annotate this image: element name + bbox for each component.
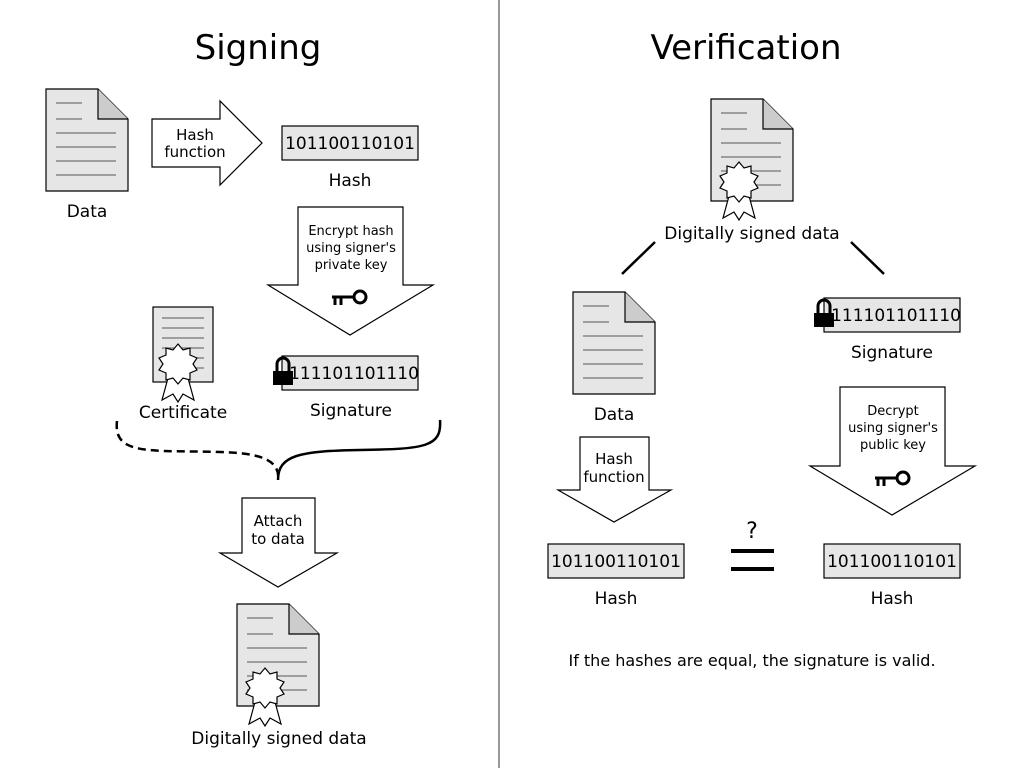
verification-hash-function-arrow — [555, 436, 674, 523]
signing-hash-label: Hash — [329, 171, 372, 191]
brace-solid — [276, 419, 442, 481]
verification-left-hash-value: 101100110101 — [551, 552, 681, 572]
signing-hash-box — [281, 125, 419, 161]
signing-signature-box — [281, 355, 419, 391]
verification-signature-box — [823, 297, 961, 333]
decrypt-arrow — [807, 386, 978, 516]
encrypt-text-3: private key — [315, 258, 388, 273]
signing-signature-label: Signature — [310, 401, 392, 421]
verification-hash-function-text-2: function — [583, 468, 644, 486]
split-line-left — [621, 241, 656, 275]
attach-text-2: to data — [251, 530, 305, 548]
certificate-icon — [152, 306, 214, 403]
verification-conclusion: If the hashes are equal, the signature i… — [568, 651, 935, 670]
decrypt-text-3: public key — [860, 438, 926, 453]
equals-icon — [731, 549, 774, 571]
decrypt-text-1: Decrypt — [867, 404, 919, 419]
encrypt-text-1: Encrypt hash — [308, 224, 393, 239]
verification-signed-document-icon — [710, 98, 794, 221]
verification-right-hash-value: 101100110101 — [827, 552, 957, 572]
verification-left-hash-label: Hash — [595, 589, 638, 609]
verification-hash-function-text-1: Hash — [595, 450, 633, 468]
split-line-right — [850, 241, 885, 275]
encrypt-text-2: using signer's — [306, 241, 396, 256]
decrypt-text-2: using signer's — [848, 421, 938, 436]
attach-arrow — [217, 497, 340, 588]
signing-hash-value: 101100110101 — [285, 134, 415, 154]
verification-right-hash-box — [823, 543, 961, 579]
attach-text-1: Attach — [254, 512, 303, 530]
hash-function-arrow — [151, 99, 263, 187]
verification-signature-label: Signature — [851, 343, 933, 363]
signed-document-icon — [236, 603, 320, 727]
verification-signed-data-label: Digitally signed data — [664, 224, 839, 244]
verification-signature-value: 111101101110 — [831, 306, 961, 326]
verification-left-hash-box — [547, 543, 685, 579]
certificate-label: Certificate — [139, 403, 227, 423]
verification-right-hash-label: Hash — [871, 589, 914, 609]
compare-question-mark: ? — [746, 519, 758, 544]
encrypt-hash-arrow — [265, 206, 436, 336]
signing-data-label: Data — [67, 202, 108, 222]
verification-data-label: Data — [594, 405, 635, 425]
signing-hash-function-text-1: Hash — [176, 126, 214, 144]
signing-signature-value: 111101101110 — [289, 364, 419, 384]
verification-data-document-icon — [572, 291, 656, 395]
signing-signed-data-label: Digitally signed data — [191, 729, 366, 749]
signing-title: Signing — [195, 28, 322, 68]
verification-title: Verification — [650, 28, 841, 68]
data-document-icon — [45, 88, 129, 192]
signing-hash-function-text-2: function — [164, 143, 225, 161]
brace-dashed — [115, 420, 280, 481]
